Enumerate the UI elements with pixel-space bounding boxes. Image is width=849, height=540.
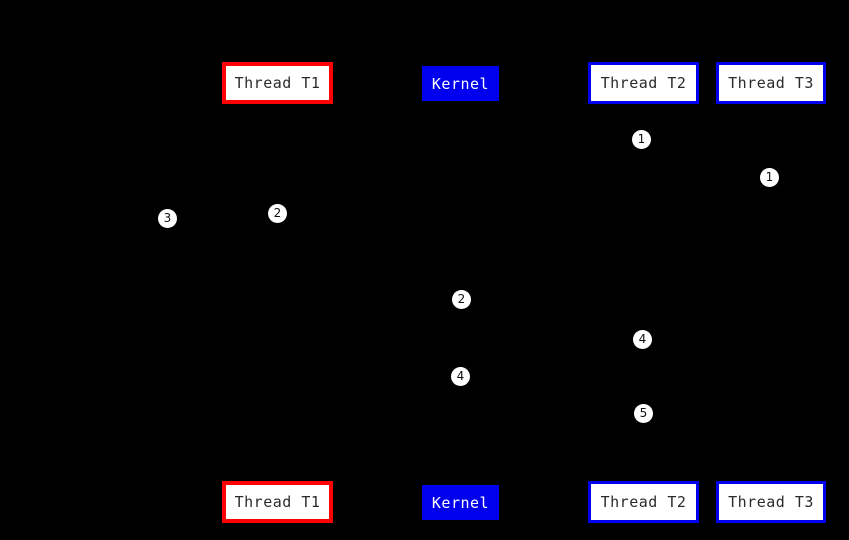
step-badge: 1 (760, 168, 779, 187)
participant-kernel-top[interactable]: Kernel (422, 66, 499, 101)
message-arrow (460, 376, 643, 377)
step-badge: 4 (451, 367, 470, 386)
participant-label: Kernel (431, 493, 490, 512)
participant-thread-t3-top[interactable]: Thread T3 (716, 62, 826, 104)
message-arrow (460, 299, 643, 300)
message-arrow (600, 139, 643, 140)
message-arrow (643, 339, 771, 340)
message-arrow (730, 177, 771, 178)
participant-thread-t2-top[interactable]: Thread T2 (588, 62, 699, 104)
participant-thread-t1-bottom[interactable]: Thread T1 (222, 481, 333, 523)
participant-label: Thread T3 (728, 74, 814, 92)
message-arrow (278, 213, 460, 214)
step-badge: 1 (632, 130, 651, 149)
message-arrow (643, 413, 771, 414)
participant-label: Thread T2 (600, 74, 687, 92)
participant-label: Thread T1 (234, 74, 321, 92)
participant-thread-t2-bottom[interactable]: Thread T2 (588, 481, 699, 523)
step-badge: 3 (158, 209, 177, 228)
message-arrow (167, 218, 278, 219)
participant-label: Thread T3 (728, 493, 814, 511)
step-badge: 4 (633, 330, 652, 349)
participant-label: Thread T1 (234, 493, 321, 511)
step-badge: 5 (634, 404, 653, 423)
participant-label: Thread T2 (600, 493, 687, 511)
participant-thread-t3-bottom[interactable]: Thread T3 (716, 481, 826, 523)
step-badge: 2 (452, 290, 471, 309)
participant-thread-t1-top[interactable]: Thread T1 (222, 62, 333, 104)
step-badge: 2 (268, 204, 287, 223)
participant-label: Kernel (431, 74, 490, 93)
activation-t1 (274, 213, 283, 333)
activation-t3 (767, 177, 776, 297)
activation-t2 (639, 139, 648, 429)
participant-kernel-bottom[interactable]: Kernel (422, 485, 499, 520)
